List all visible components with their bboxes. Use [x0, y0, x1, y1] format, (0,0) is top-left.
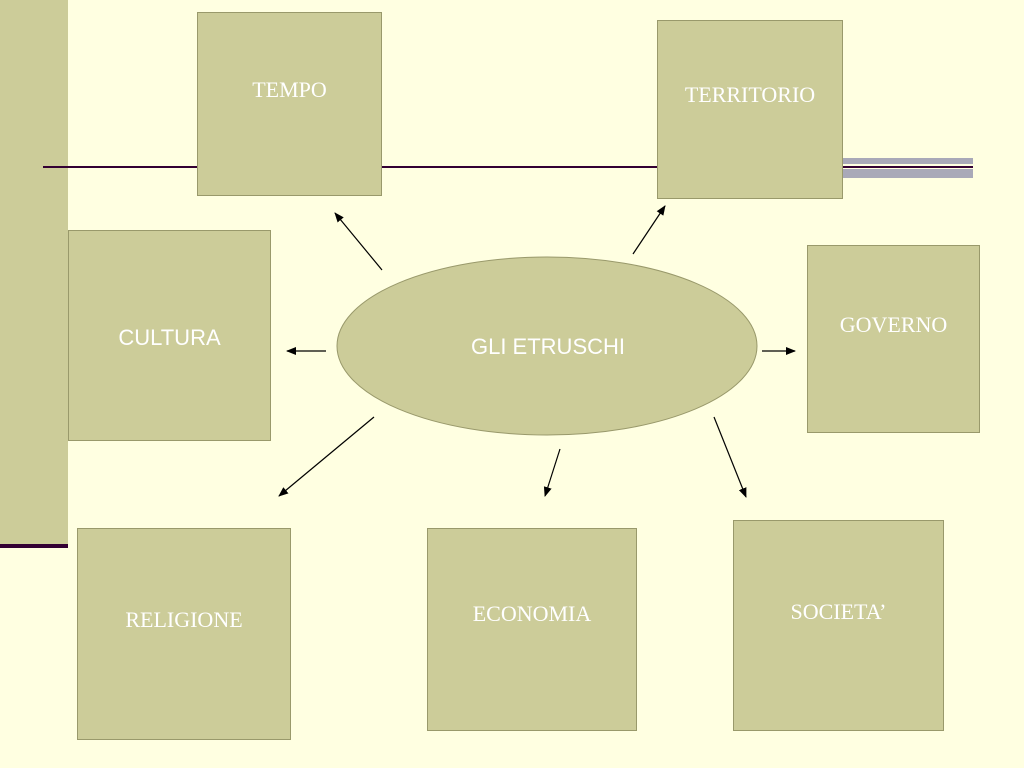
node-religione-label: RELIGIONE — [125, 607, 243, 632]
decorative-stripe-bottom — [843, 169, 973, 178]
arrow-to-religione — [278, 416, 375, 497]
arrow-to-territorio — [632, 205, 666, 255]
arrow-to-societa — [713, 416, 747, 498]
node-territorio: TERRITORIO — [657, 20, 843, 199]
node-societa-label: SOCIETA’ — [790, 599, 887, 624]
arrow-to-tempo — [334, 212, 383, 271]
node-territorio-label: TERRITORIO — [684, 82, 816, 107]
node-economia-label: ECONOMIA — [472, 601, 592, 626]
node-cultura: CULTURA — [68, 230, 271, 441]
node-governo: GOVERNO — [807, 245, 980, 433]
node-cultura-label: CULTURA — [118, 325, 221, 350]
node-economia: ECONOMIA — [427, 528, 637, 731]
center-ellipse — [336, 256, 758, 436]
node-tempo: TEMPO — [197, 12, 382, 196]
node-governo-label: GOVERNO — [839, 312, 948, 337]
node-societa: SOCIETA’ — [733, 520, 944, 731]
left-bar-underline — [0, 544, 68, 548]
arrow-to-economia — [543, 448, 561, 497]
node-religione: RELIGIONE — [77, 528, 291, 740]
decorative-stripe-top — [843, 158, 973, 164]
center-label: GLI ETRUSCHI — [470, 334, 626, 359]
left-decorative-bar — [0, 0, 68, 544]
node-tempo-label: TEMPO — [252, 77, 327, 102]
horizontal-divider-line — [43, 166, 973, 168]
